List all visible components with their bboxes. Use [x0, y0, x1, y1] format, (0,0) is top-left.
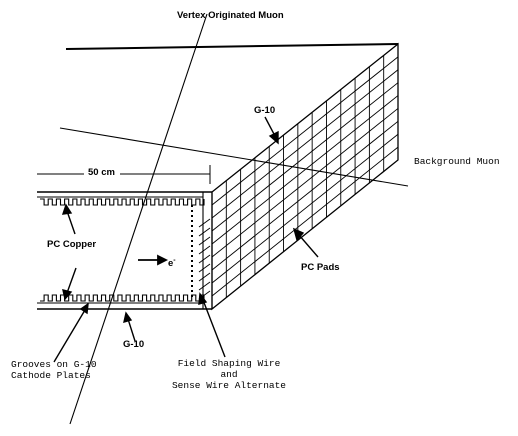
wire-end-mark — [198, 272, 211, 282]
pc-copper-label: PC Copper — [47, 239, 97, 250]
g10-bottom-label: G-10 — [123, 339, 145, 350]
electron-symbol: e — [168, 258, 174, 270]
pc-pad-grid — [198, 55, 399, 300]
pc-pads-arrow — [292, 227, 319, 258]
pc-pads-label: PC Pads — [301, 262, 340, 273]
g10-bottom-arrow — [123, 311, 136, 342]
wire-end-mark — [198, 281, 211, 291]
wire-end-mark — [198, 218, 211, 228]
pad-grid-row-line — [211, 95, 399, 245]
pad-grid-row-line — [211, 120, 399, 271]
wire-end-mark — [198, 245, 211, 255]
vertex-muon-label: Vertex Originated Muon — [177, 10, 284, 21]
pad-grid-row-line — [211, 69, 399, 219]
grooves-label-line1: Grooves on G-10 — [11, 359, 97, 370]
field-wire-label-line2: and — [220, 369, 238, 380]
field-wire-arrow — [198, 292, 226, 358]
pad-grid-row-line — [211, 133, 399, 284]
wire-end-mark — [198, 236, 211, 246]
field-wire-label-line3: Sense Wire Alternate — [171, 380, 287, 391]
field-wire-label-line1: Field Shaping Wire — [177, 358, 281, 369]
background-muon-track — [59, 127, 409, 187]
length-label: 50 cm — [88, 167, 115, 178]
background-muon-label: Background Muon — [414, 156, 500, 167]
bottom-copper-grooves — [40, 294, 205, 302]
grooves-label-line2: Cathode Plates — [11, 370, 91, 381]
pad-grid-row-line — [211, 56, 399, 206]
pad-grid-row-line — [211, 146, 399, 297]
vertex-muon-track — [69, 13, 208, 425]
wire-end-mark — [198, 254, 211, 264]
pad-grid-row-line — [211, 82, 399, 232]
grooves-arrow — [53, 302, 89, 363]
top-copper-grooves — [40, 198, 205, 206]
electron-drift-arrow — [138, 254, 169, 266]
pc-copper-arrow-up — [61, 203, 76, 235]
electron-label: e- — [168, 257, 176, 269]
pc-copper-arrow-down — [62, 267, 77, 301]
wire-end-mark — [198, 263, 211, 273]
wire-end-mark — [198, 227, 211, 237]
g10-top-label: G-10 — [254, 105, 276, 116]
pad-grid-row-line — [211, 108, 399, 258]
chamber-top-edge — [65, 43, 399, 50]
electron-charge: - — [173, 257, 176, 264]
g10-top-arrow — [264, 116, 279, 145]
